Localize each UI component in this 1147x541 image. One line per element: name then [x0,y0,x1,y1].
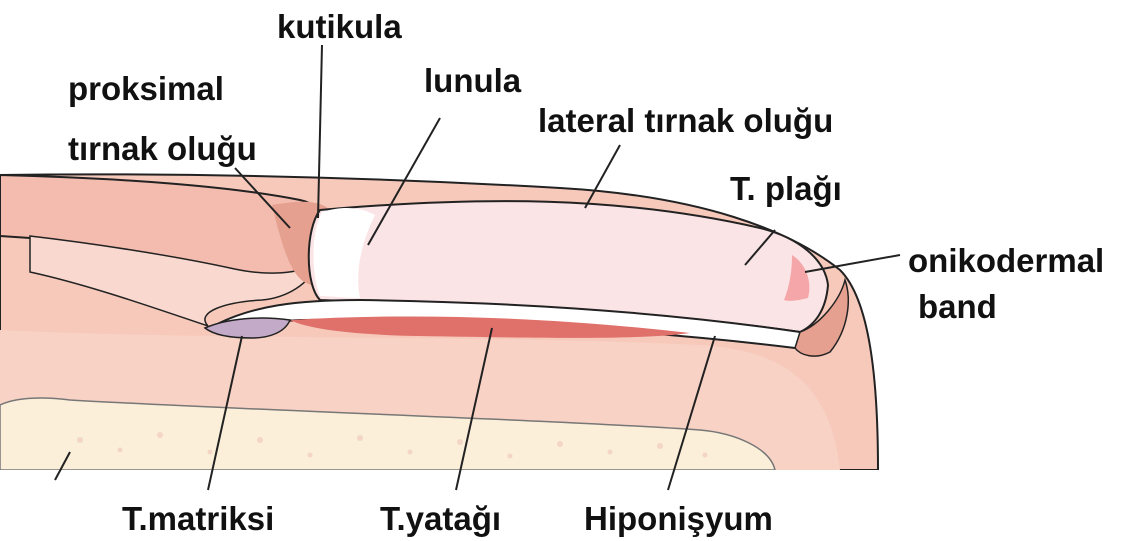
label-lunula: lunula [424,62,522,99]
label-lateral: lateral tırnak oluğu [538,102,833,139]
label-onikodermal-line2: band [918,288,997,325]
label-bed: T.yatağı [380,500,501,537]
label-matrix: T.matriksi [122,500,274,537]
label-proksimal-line1: proksimal [68,70,224,107]
label-kutikula: kutikula [277,8,402,45]
label-plate: T. plağı [730,170,842,207]
label-onikodermal-line1: onikodermal [908,242,1104,279]
label-proksimal-line2: tırnak oluğu [68,130,257,167]
label-hyponychium: Hiponişyum [584,500,773,537]
